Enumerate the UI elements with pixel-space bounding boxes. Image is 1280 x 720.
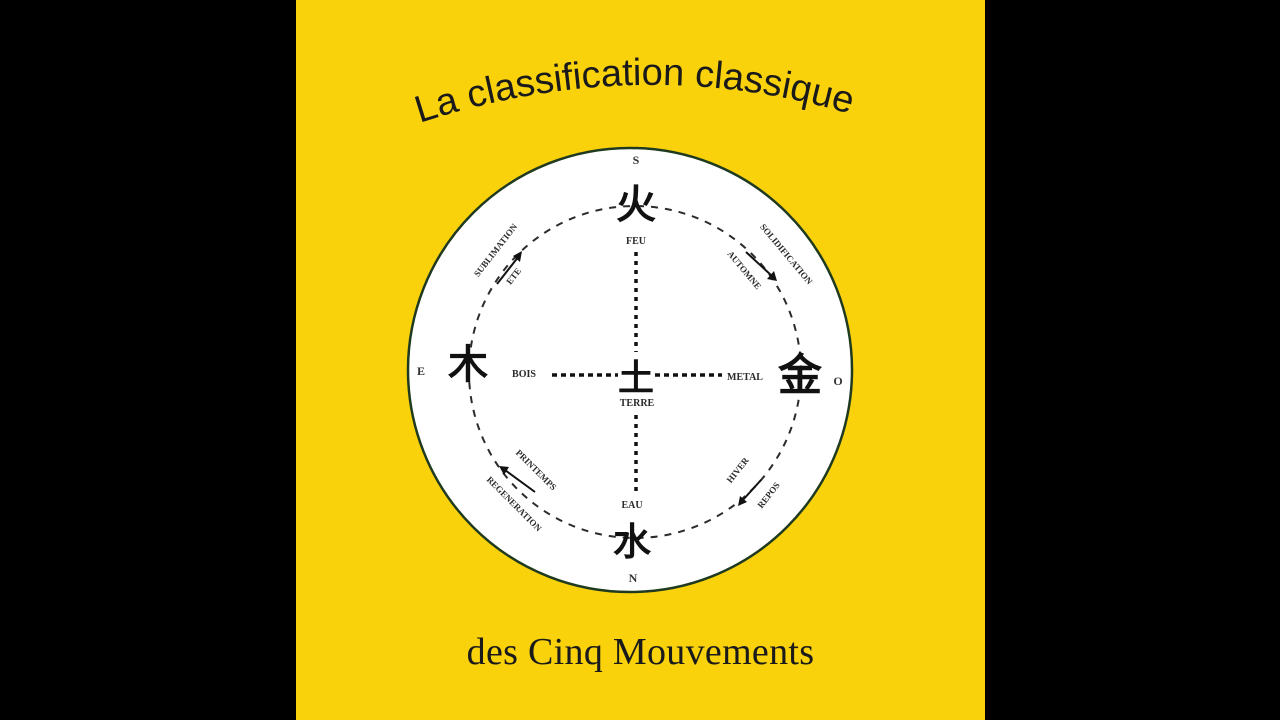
label-wood: BOIS — [512, 369, 536, 380]
metal-character-icon: 金 — [777, 350, 823, 401]
compass-west: O — [833, 374, 842, 388]
arrow-autumn-icon — [745, 251, 773, 277]
compass-south: S — [633, 153, 640, 167]
water-character-icon: 水 — [613, 520, 652, 564]
earth-character-icon: 土 — [618, 358, 654, 399]
arrow-winter-icon — [741, 479, 762, 502]
title: La classification classique — [410, 52, 859, 132]
label-water: EAU — [621, 500, 642, 511]
fire-character-icon: 火 — [616, 182, 656, 228]
arrow-spring-icon — [504, 469, 536, 493]
subtitle: des Cinq Mouvements — [466, 631, 815, 673]
label-fire: FEU — [626, 236, 646, 247]
wood-character-icon: 木 — [448, 342, 488, 388]
label-earth: TERRE — [620, 398, 655, 409]
label-metal: METAL — [727, 372, 763, 383]
compass-north: N — [629, 571, 638, 585]
compass-east: E — [417, 364, 425, 378]
arrow-summer-icon — [496, 255, 520, 285]
dashed-cycle-ring — [468, 205, 802, 539]
